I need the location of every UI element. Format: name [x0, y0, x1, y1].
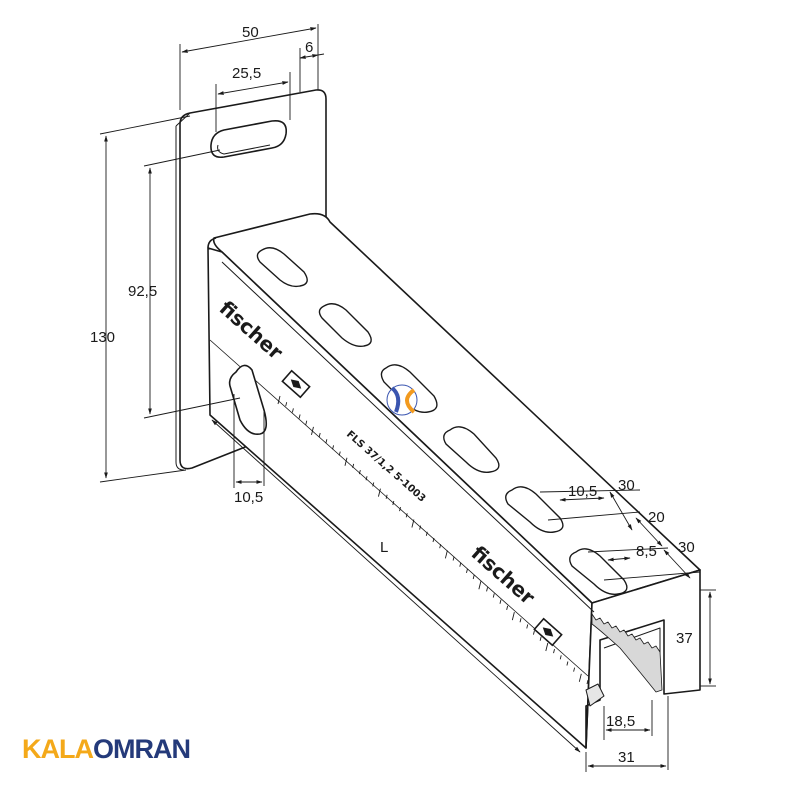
dim-top-slot-small: 8,5 [636, 543, 657, 560]
dim-top-spacing-1: 30 [618, 477, 635, 494]
ruler-tick [285, 402, 288, 407]
dim-profile-height: 37 [676, 630, 693, 647]
dim-lower-slot-width: 10,5 [234, 489, 263, 506]
ruler-tick [586, 679, 589, 685]
dim-profile-width: 31 [618, 749, 635, 766]
channel-lip-lower [585, 683, 605, 707]
dim-slot-width: 25,5 [232, 65, 261, 82]
dim-plate-width: 50 [242, 24, 259, 41]
ruler-tick [291, 408, 294, 413]
logo-part-omran: OMRAN [93, 733, 191, 764]
top-slot-2 [318, 303, 372, 348]
dim-length: L [380, 539, 388, 556]
dim-hole-height: 92,5 [128, 283, 157, 300]
watermark-logo-icon [386, 384, 418, 416]
fischer-emblem-upper [281, 369, 311, 399]
dim-slot-offset: 6 [305, 39, 313, 56]
logo-part-kala: KALA [22, 733, 94, 764]
dim-profile-opening: 18,5 [606, 713, 635, 730]
dim-plate-height: 130 [90, 329, 115, 346]
serrated-lip [591, 613, 663, 693]
dimension-lines [99, 24, 716, 772]
dim-top-slot-width: 10,5 [568, 483, 597, 500]
ruler-tick [277, 395, 281, 405]
dim-top-spacing-3: 30 [678, 539, 695, 556]
top-slot-1 [256, 247, 308, 288]
dim-top-spacing-2: 20 [648, 509, 665, 526]
plate-slot-upper [210, 119, 288, 159]
kalaomran-logo: KALA OMRAN [22, 733, 191, 765]
ruler-tick [298, 414, 301, 419]
